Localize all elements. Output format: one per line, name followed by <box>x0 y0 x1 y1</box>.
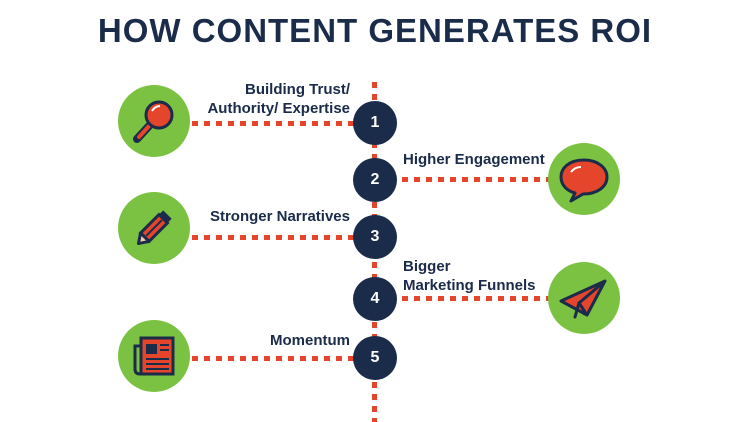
step-3-label: Stronger Narratives <box>209 208 350 225</box>
paper-plane-icon <box>559 279 607 319</box>
step-3-icon-circle <box>118 192 190 264</box>
step-2-label: Higher Engagement <box>403 151 545 168</box>
connector-2 <box>390 177 555 182</box>
step-2-icon-circle <box>548 143 620 215</box>
step-5-label: Momentum <box>270 332 350 349</box>
step-5-badge: 5 <box>353 336 397 380</box>
speech-bubble-icon <box>559 158 609 203</box>
page-title: HOW CONTENT GENERATES ROI <box>97 12 653 49</box>
newspaper-icon <box>133 336 175 376</box>
connector-5 <box>192 356 362 361</box>
pencil-icon <box>136 210 172 246</box>
step-3-badge: 3 <box>353 215 397 259</box>
step-1-label: Building Trust/ Authority/ Expertise <box>207 81 350 117</box>
step-1-badge: 1 <box>353 101 397 145</box>
step-4-badge: 4 <box>353 277 397 321</box>
connector-1 <box>192 121 362 126</box>
connector-3 <box>192 235 362 240</box>
step-5-icon-circle <box>118 320 190 392</box>
magnifying-glass-icon <box>133 100 174 143</box>
step-4-icon-circle <box>548 262 620 334</box>
step-4-label: Bigger Marketing Funnels <box>403 258 536 294</box>
step-1-icon-circle <box>118 85 190 157</box>
connector-4 <box>390 296 555 301</box>
step-2-badge: 2 <box>353 158 397 202</box>
